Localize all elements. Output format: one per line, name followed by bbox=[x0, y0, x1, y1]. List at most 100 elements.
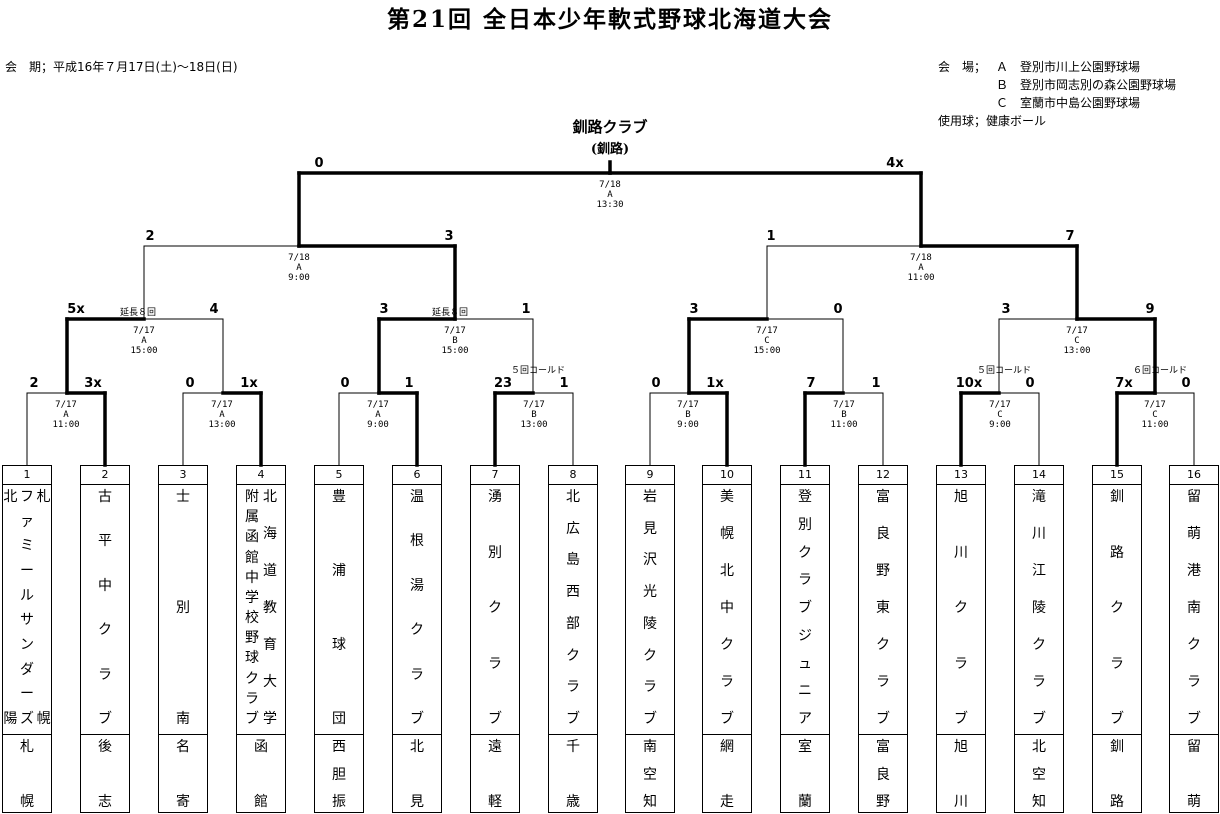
game-time-qf2: 15:00 bbox=[441, 346, 469, 356]
game-time-qf4: 13:00 bbox=[1063, 346, 1091, 356]
team-name-char: 北 bbox=[720, 563, 734, 579]
team-area-char: 幌 bbox=[20, 794, 34, 810]
team-area-char: 空 bbox=[1032, 766, 1046, 783]
team-name-column: ファミールサンダーズ bbox=[20, 485, 35, 733]
team-name-char: ラ bbox=[798, 572, 812, 589]
team-name: 滝川江陵クラブ bbox=[1015, 485, 1063, 733]
team-name-column: 釧路クラブ bbox=[1109, 485, 1125, 733]
team-name-char: ミ bbox=[20, 538, 34, 555]
team-number: 9 bbox=[626, 466, 674, 485]
team-name: 古平中クラブ bbox=[81, 485, 129, 733]
team-number: 8 bbox=[549, 466, 597, 485]
team-area-char: 振 bbox=[332, 794, 346, 810]
team-name-char: ラ bbox=[720, 674, 734, 690]
team-name-char: 美 bbox=[720, 489, 734, 505]
team-area: 釧路 bbox=[1093, 734, 1141, 814]
score-sf1-right: 3 bbox=[444, 229, 454, 244]
team-name-char: 北 bbox=[566, 489, 580, 505]
team-name-char: 陵 bbox=[1032, 600, 1046, 616]
team-area-char: 札 bbox=[20, 739, 34, 755]
team-name-column: 登別クラブジュニア bbox=[797, 485, 813, 733]
team-name: 北海道教育大学附属函館中学校野球クラブ bbox=[237, 485, 285, 733]
team-name-char: 別 bbox=[176, 600, 190, 616]
team-name-char: 士 bbox=[176, 489, 190, 505]
score-r1_3-right: 1 bbox=[404, 376, 414, 391]
note-r1_4: ５回コールド bbox=[511, 366, 566, 376]
team-area-char: 路 bbox=[1110, 794, 1124, 810]
game-time-r1_1: 11:00 bbox=[52, 420, 80, 430]
team-name-char: 路 bbox=[1110, 544, 1124, 561]
game-venue-r1_2: A bbox=[219, 410, 225, 420]
team-area: 室蘭 bbox=[781, 734, 829, 814]
game-time-final: 13:30 bbox=[596, 200, 624, 210]
score-r1_4-left: 23 bbox=[493, 376, 513, 391]
team-name-char: ブ bbox=[245, 710, 259, 727]
team-name-char: 幌 bbox=[36, 711, 51, 727]
score-r1_4-right: 1 bbox=[559, 376, 569, 391]
team-name-column: 北広島西部クラブ bbox=[565, 485, 581, 733]
team-name: 富良野東クラブ bbox=[859, 485, 907, 733]
game-date-r1_1: 7/17 bbox=[55, 400, 77, 410]
team-name-char: 中 bbox=[720, 600, 734, 616]
game-date-r1_8: 7/17 bbox=[1144, 400, 1166, 410]
team-name-char: ク bbox=[1187, 637, 1201, 653]
team-area: 旭川 bbox=[937, 734, 985, 814]
team-area: 後志 bbox=[81, 734, 129, 814]
team-name-char: ラ bbox=[98, 666, 112, 683]
team-name-char: ブ bbox=[720, 711, 734, 727]
team-name-char: 中 bbox=[98, 577, 112, 594]
game-venue-qf2: B bbox=[452, 336, 458, 346]
note-qf2: 延長８回 bbox=[432, 308, 469, 318]
team-name-char: 属 bbox=[245, 509, 259, 526]
game-venue-sf1: A bbox=[296, 263, 302, 273]
team-area-char: 富 bbox=[876, 739, 890, 755]
team-area-char: 歳 bbox=[566, 794, 580, 810]
score-sf1-left: 2 bbox=[145, 229, 155, 244]
team-name: 登別クラブジュニア bbox=[781, 485, 829, 733]
team-area-char: 良 bbox=[876, 766, 890, 783]
game-date-r1_7: 7/17 bbox=[989, 400, 1011, 410]
team-name-char: ブ bbox=[566, 710, 580, 727]
team-area-char: 千 bbox=[566, 739, 580, 755]
game-time-r1_3: 9:00 bbox=[367, 420, 389, 430]
team-name-column: 北海道教育大学 bbox=[262, 485, 278, 733]
team-area-char: 函 bbox=[254, 739, 268, 755]
team-name-char: ン bbox=[20, 636, 34, 653]
team-name-char: ラ bbox=[488, 655, 502, 672]
team-name-char: 釧 bbox=[1110, 489, 1124, 505]
team-name-char: ジ bbox=[798, 627, 812, 644]
team-name: 士別南 bbox=[159, 485, 207, 733]
team-name: 旭川クラブ bbox=[937, 485, 985, 733]
team-name-char: 幌 bbox=[720, 526, 734, 542]
team-name-column: 士別南 bbox=[175, 485, 191, 733]
team-name-char: 南 bbox=[176, 711, 190, 727]
team-area: 西胆振 bbox=[315, 734, 363, 814]
team-name-char: ク bbox=[245, 670, 259, 687]
team-name-char: ラ bbox=[643, 679, 657, 696]
team-name-char: ク bbox=[954, 600, 968, 616]
team-name-char: 別 bbox=[798, 516, 812, 533]
score-qf4-left: 3 bbox=[1001, 302, 1011, 317]
team-area-char: 川 bbox=[954, 794, 968, 810]
game-time-r1_6: 11:00 bbox=[830, 420, 858, 430]
game-time-qf1: 15:00 bbox=[130, 346, 158, 356]
score-sf2-right: 7 bbox=[1065, 229, 1075, 244]
team-number: 12 bbox=[859, 466, 907, 485]
page-title: 第21回 全日本少年軟式野球北海道大会 bbox=[386, 6, 833, 33]
team-area-char: 野 bbox=[876, 794, 890, 810]
score-r1_2-left: 0 bbox=[185, 376, 195, 391]
team-number: 11 bbox=[781, 466, 829, 485]
team-area-char: 見 bbox=[410, 794, 424, 810]
team-name-column: 古平中クラブ bbox=[97, 485, 113, 733]
team-name: 札幌ファミールサンダーズ北陽 bbox=[3, 485, 51, 733]
team-area-char: 西 bbox=[332, 739, 346, 755]
team-name-char: 海 bbox=[263, 526, 277, 542]
note-r1_8: ６回コールド bbox=[1133, 366, 1188, 376]
team-name-char: ク bbox=[1110, 600, 1124, 616]
team-name-char: ラ bbox=[954, 655, 968, 672]
game-date-r1_2: 7/17 bbox=[211, 400, 233, 410]
team-area-char: 南 bbox=[643, 739, 657, 755]
